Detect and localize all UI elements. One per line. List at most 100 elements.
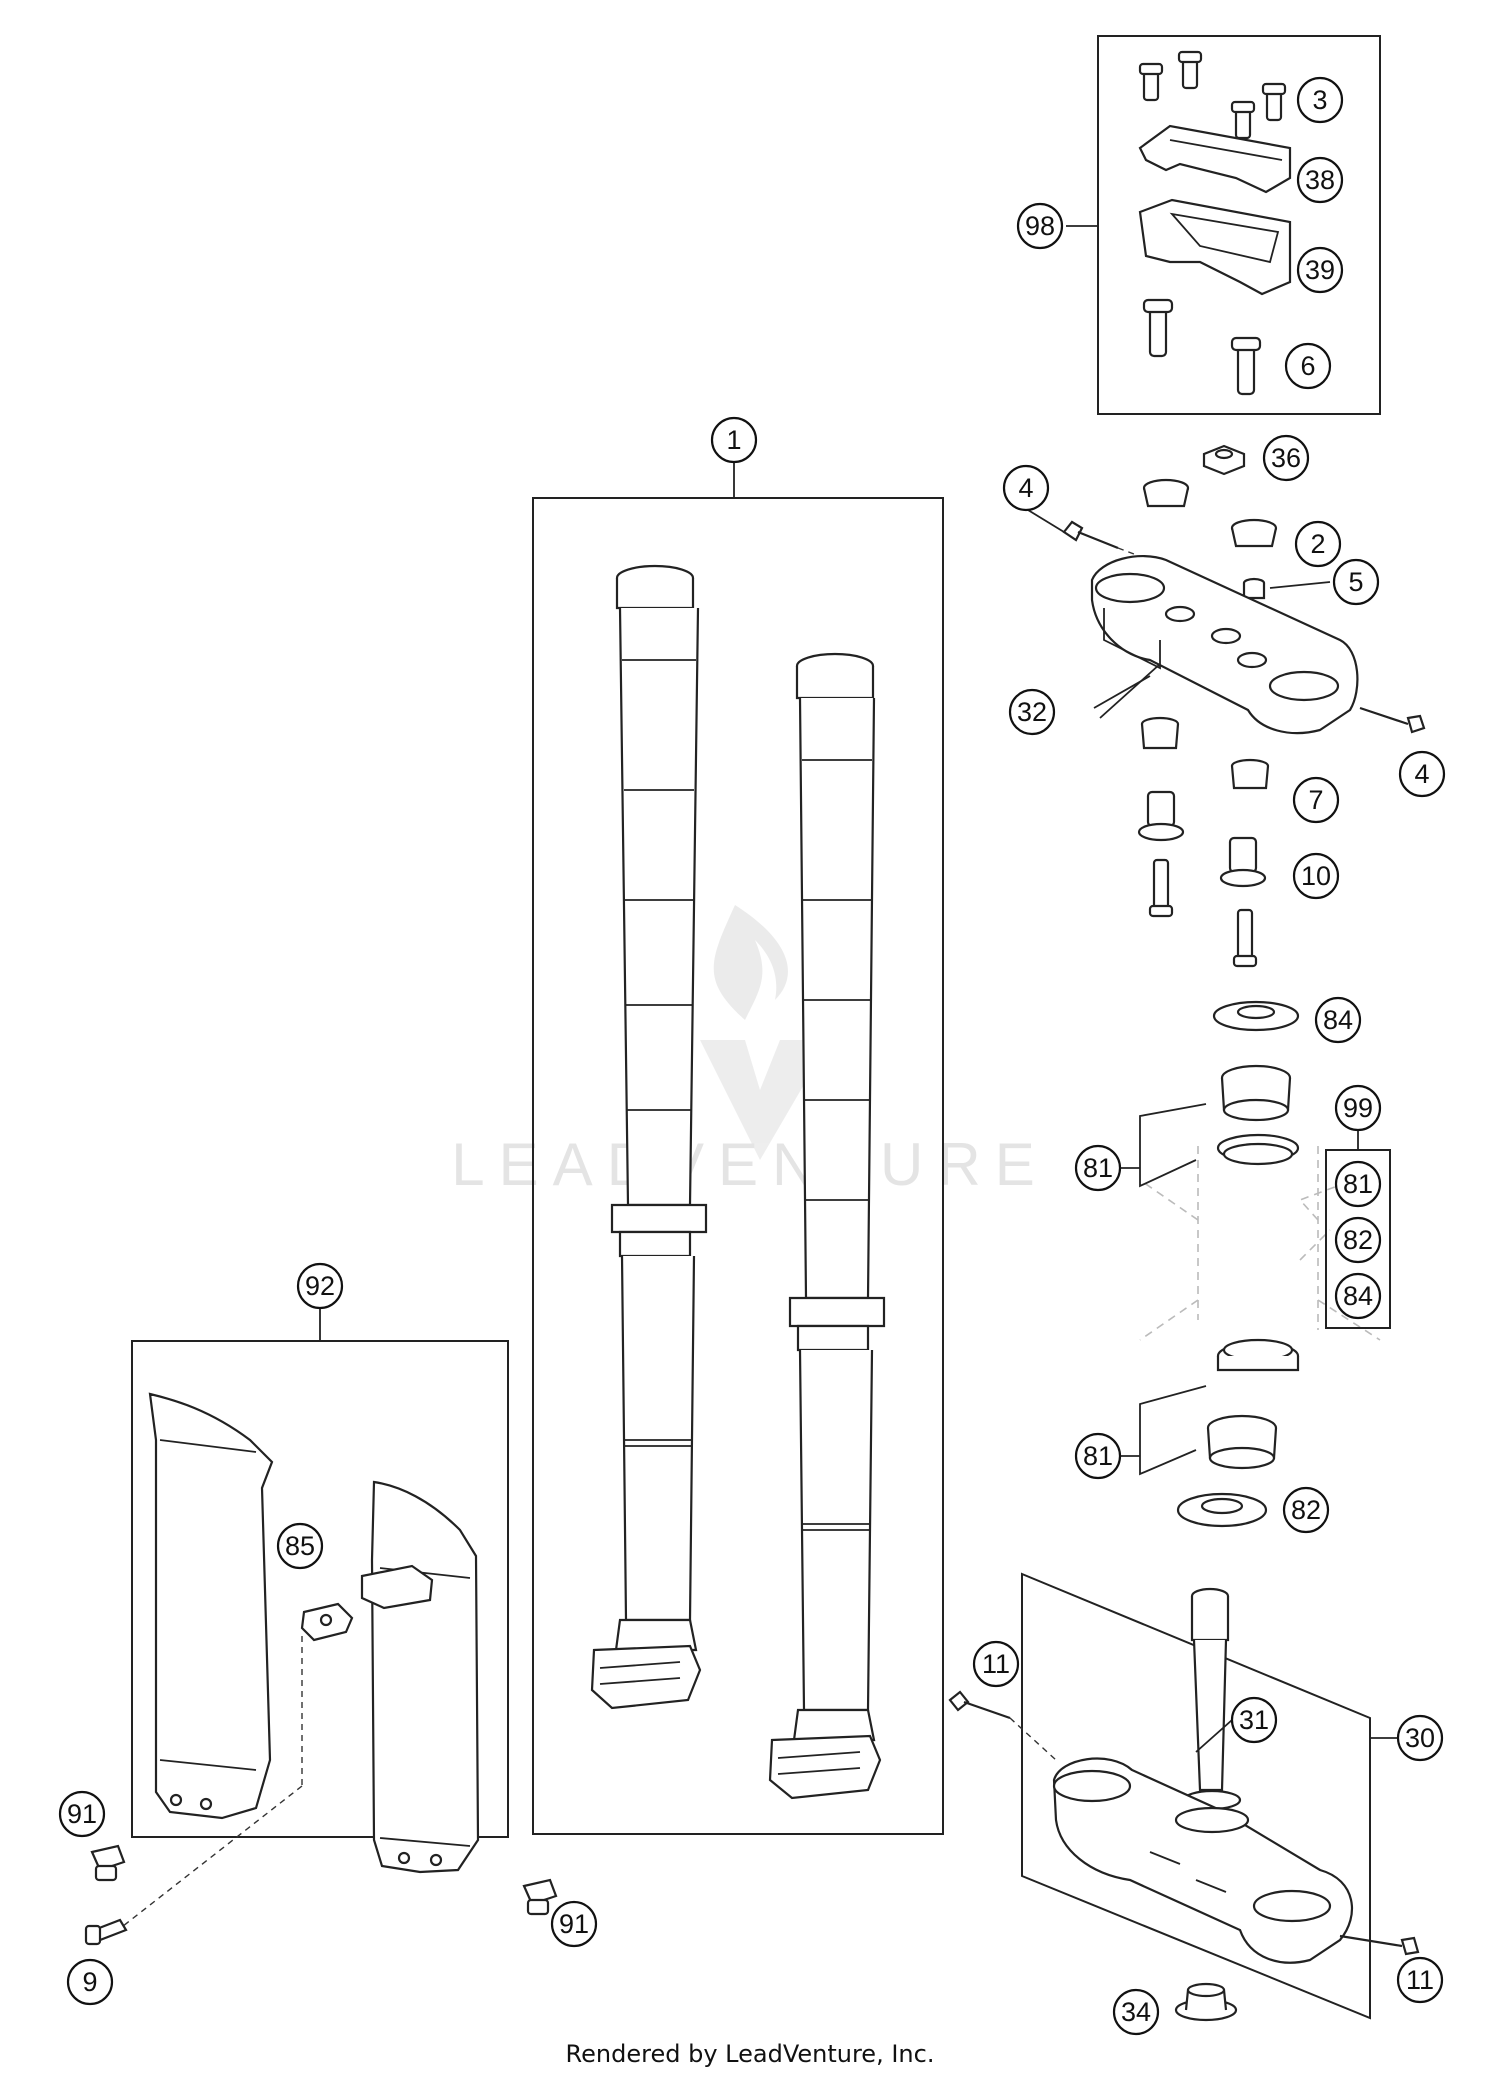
svg-text:30: 30 (1405, 1723, 1435, 1753)
callout-9: 9 (66, 1958, 114, 2006)
clamp-bolts (1142, 298, 1262, 396)
seal-82 (1176, 1492, 1268, 1528)
svg-text:91: 91 (559, 1909, 589, 1939)
callout-38: 38 (1296, 156, 1344, 204)
nut-34 (1174, 1982, 1238, 2022)
svg-text:85: 85 (285, 1531, 315, 1561)
callout-85: 85 (276, 1522, 324, 1570)
clamp-upper (1138, 124, 1292, 194)
svg-text:92: 92 (305, 1271, 335, 1301)
svg-text:99: 99 (1343, 1093, 1373, 1123)
screw-9 (84, 1918, 128, 1946)
clamp-screws (1138, 50, 1287, 140)
callout-31: 31 (1230, 1696, 1278, 1744)
svg-text:98: 98 (1025, 211, 1055, 241)
svg-text:4: 4 (1414, 759, 1429, 789)
washer-2 (1230, 518, 1278, 548)
box-98-handlebar-clamp-kit (1097, 35, 1381, 415)
callout-98: 98 (1016, 202, 1064, 250)
race-81-lower (1216, 1338, 1300, 1372)
callout-81-upper: 81 (1074, 1144, 1122, 1192)
plug-91-left (90, 1844, 126, 1882)
svg-text:6: 6 (1300, 351, 1315, 381)
svg-text:32: 32 (1017, 697, 1047, 727)
callout-1: 1 (710, 416, 758, 464)
callouts: 3 38 98 39 6 1 36 4 2 5 32 4 7 10 84 99 … (58, 76, 1446, 2036)
fork-leg-right (768, 652, 886, 1800)
race-81-upper (1216, 1133, 1300, 1166)
box-1-fork-assembly (532, 497, 944, 1835)
kit-99-82: 82 (1334, 1216, 1382, 1264)
cap-7-left (1140, 716, 1180, 750)
bushing-upper-left (1142, 478, 1190, 508)
svg-text:1: 1 (726, 425, 741, 455)
callout-99: 99 (1334, 1084, 1382, 1132)
callout-84: 84 (1314, 996, 1362, 1044)
fork-guard-left (148, 1392, 274, 1820)
svg-text:91: 91 (67, 1799, 97, 1829)
watermark-text: LEADVENTURE (451, 1131, 1048, 1198)
svg-text:84: 84 (1323, 1005, 1353, 1035)
callout-32: 32 (1008, 688, 1056, 736)
bolt-under-left (1148, 858, 1174, 918)
kit-99-81: 81 (1334, 1160, 1382, 1208)
svg-text:4: 4 (1018, 473, 1033, 503)
callout-10: 10 (1292, 852, 1340, 900)
bearing-82-lower (1206, 1414, 1278, 1470)
svg-text:11: 11 (982, 1649, 1010, 1679)
upper-triple-clamp (1090, 555, 1359, 735)
svg-text:5: 5 (1348, 567, 1363, 597)
svg-text:82: 82 (1343, 1225, 1373, 1255)
callout-4-upper: 4 (1002, 464, 1050, 512)
callout-6: 6 (1284, 342, 1332, 390)
svg-text:7: 7 (1308, 785, 1323, 815)
svg-text:81: 81 (1083, 1441, 1113, 1471)
plug-91-right (522, 1878, 558, 1916)
lower-triple-clamp (1052, 1757, 1354, 1964)
clip-85 (300, 1602, 354, 1642)
svg-text:11: 11 (1406, 1965, 1434, 1995)
footer-credit: Rendered by LeadVenture, Inc. (565, 2040, 935, 2068)
callout-4-lower: 4 (1398, 750, 1446, 798)
fork-leg-left (590, 564, 708, 1710)
svg-text:10: 10 (1301, 861, 1331, 891)
watermark-logo (700, 905, 830, 1160)
bushing-10-left (1137, 790, 1185, 842)
callout-91-left: 91 (58, 1790, 106, 1838)
svg-text:82: 82 (1291, 1495, 1321, 1525)
svg-text:34: 34 (1121, 1997, 1151, 2027)
callout-92: 92 (296, 1262, 344, 1310)
svg-text:31: 31 (1239, 1705, 1269, 1735)
callout-36: 36 (1262, 434, 1310, 482)
bolt-4-upper-right (1359, 706, 1426, 734)
callout-2: 2 (1294, 520, 1342, 568)
callout-82: 82 (1282, 1486, 1330, 1534)
svg-text:38: 38 (1305, 165, 1335, 195)
svg-text:36: 36 (1271, 443, 1301, 473)
callout-34: 34 (1112, 1988, 1160, 2036)
bolt-11-right (1339, 1934, 1420, 1956)
svg-text:81: 81 (1343, 1169, 1373, 1199)
callout-11-right: 11 (1396, 1956, 1444, 2004)
bushing-10-right (1219, 836, 1267, 888)
callout-3: 3 (1296, 76, 1344, 124)
svg-text:9: 9 (82, 1967, 97, 1997)
nut-36 (1202, 444, 1246, 476)
callout-30: 30 (1396, 1714, 1444, 1762)
callout-7: 7 (1292, 776, 1340, 824)
box-30-lower-triple-clamp (1021, 1572, 1371, 2020)
cap-7-right (1230, 758, 1270, 790)
bearing-81-upper (1220, 1064, 1292, 1122)
steering-stem-31 (1182, 1587, 1242, 1811)
svg-text:81: 81 (1083, 1153, 1113, 1183)
svg-text:39: 39 (1305, 255, 1335, 285)
callout-81-lower: 81 (1074, 1432, 1122, 1480)
bolt-11-left (948, 1690, 1011, 1720)
callout-5: 5 (1332, 558, 1380, 606)
leader-lines (1027, 509, 1331, 1753)
clamp-lower (1138, 198, 1292, 296)
seal-84 (1212, 1000, 1300, 1032)
svg-text:3: 3 (1312, 85, 1327, 115)
svg-text:2: 2 (1310, 529, 1325, 559)
